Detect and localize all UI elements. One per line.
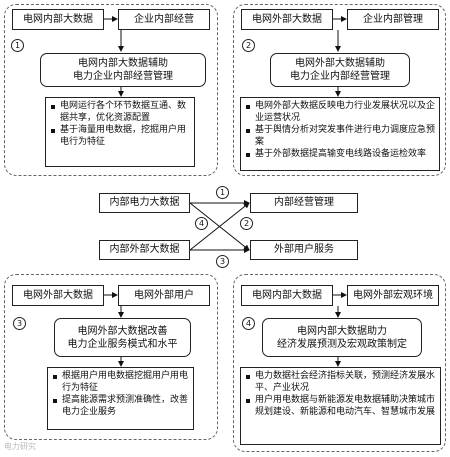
center-right-bottom-box: 外部用户服务 [250, 240, 358, 260]
panel-2-bullet-item: 基于舆情分析对突发事件进行电力调度应急预案 [244, 125, 435, 148]
panel-3-bullet-list: 根据用户用电数据挖掘用户用电行为特征 提高能源需求预测准确性，改善电力企业服务 [47, 367, 194, 430]
panel-1-target-box: 企业内部经营 [118, 9, 210, 30]
center-path-badge-4: 4 [195, 217, 208, 230]
panel-3-bullet-text: 根据用户用电数据挖掘用户用电行为特征 [62, 371, 189, 393]
bullet-icon [246, 105, 250, 109]
panel-3-bullet-text: 提高能源需求预测准确性，改善电力企业服务 [62, 395, 189, 417]
panel-1-bullet-list: 电网运行各个环节数据互通、数据共享，优化资源配置 基于海量用电数据，挖掘用户用电… [45, 97, 195, 167]
panel-1 [4, 4, 218, 176]
panel-1-bullet-text: 电网运行各个环节数据互通、数据共享，优化资源配置 [60, 101, 187, 123]
bullet-icon [53, 375, 57, 379]
panel-2-number-badge: 2 [242, 39, 255, 52]
panel-4 [233, 274, 446, 452]
center-path-badge-2: 2 [240, 217, 253, 230]
panel-1-title-box: 电网内部大数据辅助电力企业内部经营管理 [40, 53, 206, 87]
panel-2-bullet-item: 基于外部数据提高输变电线路设备运检效率 [244, 149, 435, 161]
panel-3-source-box: 电网外部大数据 [12, 285, 104, 306]
bullet-icon [51, 105, 55, 109]
panel-2-bullet-text: 电网外部大数据反映电力行业发展状况以及企业运营状况 [255, 101, 436, 123]
panel-3 [4, 274, 218, 440]
panel-3-number-badge: 3 [13, 317, 26, 330]
panel-2-source-box: 电网外部大数据 [241, 9, 333, 30]
panel-3-title-line-1: 电网外部大数据改善 [77, 325, 168, 337]
bullet-icon [246, 153, 250, 157]
panel-4-title-box: 电网内部大数据助力经济发展预测及宏观政策制定 [262, 318, 422, 357]
panel-4-bullet-text: 电力数据社会经济指标关联，预测经济发展水平、产业状况 [255, 371, 436, 393]
panel-1-title-line-2: 电力企业内部经营管理 [73, 71, 173, 82]
panel-4-target-box: 电网外部宏观环境 [347, 285, 439, 306]
bullet-icon [246, 399, 250, 403]
panel-4-bullet-text: 用户用电数据与新能源发电数据辅助决策城市规划建设、新能源和电动汽车、智慧城市发展 [255, 395, 436, 417]
panel-2-target-box: 企业内部管理 [347, 9, 439, 30]
center-right-top-box: 内部经营管理 [250, 193, 358, 213]
center-left-top-box: 内部电力大数据 [99, 193, 190, 213]
panel-1-bullet-item: 电网运行各个环节数据互通、数据共享，优化资源配置 [49, 101, 190, 124]
panel-3-target-box: 电网外部用户 [118, 285, 210, 306]
bullet-icon [51, 129, 55, 133]
panel-1-bullet-item: 基于海量用电数据，挖掘用户用电行为特征 [49, 125, 190, 148]
bullet-icon [246, 129, 250, 133]
bullet-icon [246, 375, 250, 379]
watermark-text: 电力研究 [4, 442, 36, 451]
panel-4-source-box: 电网内部大数据 [241, 285, 333, 306]
panel-1-title-line-1: 电网内部大数据辅助 [78, 58, 168, 69]
panel-3-bullet-item: 根据用户用电数据挖掘用户用电行为特征 [51, 371, 189, 394]
bullet-icon [53, 399, 57, 403]
center-path-badge-1: 1 [216, 186, 229, 199]
panel-4-number-badge: 4 [242, 317, 255, 330]
panel-1-number-badge: 1 [11, 39, 24, 52]
panel-3-bullet-item: 提高能源需求预测准确性，改善电力企业服务 [51, 395, 189, 418]
center-path-4 [189, 202, 250, 251]
panel-4-bullet-item: 电力数据社会经济指标关联，预测经济发展水平、产业状况 [244, 371, 436, 394]
panel-2-title-box: 电网外部大数据辅助电力企业内部经营管理 [270, 53, 410, 87]
panel-1-source-box: 电网内部大数据 [12, 9, 104, 30]
panel-1-bullet-text: 基于海量用电数据，挖掘用户用电行为特征 [60, 125, 187, 147]
panel-2 [233, 4, 446, 176]
panel-2-title-line-2: 电力企业内部经营管理 [290, 71, 390, 82]
panel-2-bullet-text: 基于外部数据提高输变电线路设备运检效率 [255, 149, 427, 159]
panel-4-bullet-item: 用户用电数据与新能源发电数据辅助决策城市规划建设、新能源和电动汽车、智慧城市发展 [244, 395, 436, 418]
center-left-bottom-box: 内部外部大数据 [99, 240, 190, 260]
panel-4-title-line-1: 电网内部大数据助力 [297, 325, 387, 337]
panel-4-bullet-list: 电力数据社会经济指标关联，预测经济发展水平、产业状况 用户用电数据与新能源发电数… [240, 367, 441, 445]
panel-3-title-box: 电网外部大数据改善电力企业服务模式和水平 [54, 318, 191, 357]
panel-2-bullet-text: 基于舆情分析对突发事件进行电力调度应急预案 [255, 125, 436, 147]
panel-2-bullet-list: 电网外部大数据反映电力行业发展状况以及企业运营状况 基于舆情分析对突发事件进行电… [240, 97, 440, 171]
panel-2-title-line-1: 电网外部大数据辅助 [295, 58, 385, 69]
center-path-badge-3: 3 [216, 255, 229, 268]
panel-2-bullet-item: 电网外部大数据反映电力行业发展状况以及企业运营状况 [244, 101, 435, 124]
panel-4-title-line-2: 经济发展预测及宏观政策制定 [277, 338, 407, 350]
panel-3-title-line-2: 电力企业服务模式和水平 [67, 338, 178, 350]
